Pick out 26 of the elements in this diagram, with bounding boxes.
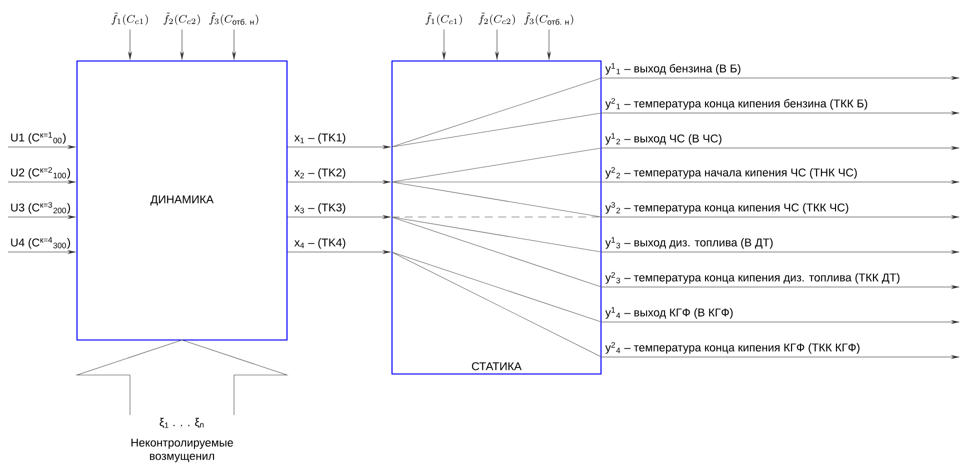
edge-label: y$^{1}$$_{2}$ – выход ЧС (В ЧС) [605,133,722,145]
edge-label: $\tilde{f}_3(C_{\text{отб. н}})$ [209,12,258,26]
edge-label: x$_{1}$ – (TK1) [294,133,346,144]
edge-label: y$^{1}$$_{3}$ – выход диз. топлива (В ДТ) [605,237,773,249]
edge-label: U1 (C$^{к=1}$$_{00}$) [11,132,66,144]
edge-label: y$^{2}$$_{1}$ – температура конца кипения бензина (ТКК Б) [605,98,868,110]
process-box: ДИНАМИКА [76,60,288,341]
edge-label: y$^{2}$$_{2}$ – температура начала кипения ЧС (ТНК ЧС) [605,167,857,179]
edge-label: U2 (C$^{к=2}$$_{100}$) [11,167,70,179]
edge-label: x$_{3}$ – (TK3) [294,203,346,214]
edge-label: U3 (C$^{к=3}$$_{200}$) [11,202,70,214]
edge-label: y$^{2}$$_{4}$ – температура конца кипения КГФ (ТКК КГФ) [605,342,860,354]
edge-label: x$_{2}$ – (TK2) [294,168,346,179]
process-box: СТАТИКА [391,60,602,375]
edge-label: $\tilde{f}_3(C_{\text{отб. н}})$ [524,12,574,26]
edge-label: y$^{1}$$_{4}$ – выход КГФ (В КГФ) [605,307,733,319]
edge-label: x$_{4}$ – (TK4) [294,238,346,249]
edge-label: $\tilde{f}_2(C_{c2})$ [164,12,200,26]
edge-label: $\tilde{f}_2(C_{c2})$ [478,12,515,26]
edge-label: y$^{2}$$_{3}$ – температура конца кипения диз. топлива (ТКК ДТ) [605,272,900,284]
edge-label: $\tilde{f}_1(C_{c1})$ [426,12,462,26]
edge-label: y$^{1}$$_{1}$ – выход бензина (В Б) [605,63,740,75]
node-label: Неконтролируемые возмущенил [131,438,233,462]
edge-label: U4 (C$^{к=4}$$_{300}$) [11,237,70,249]
edge-label: y$^{3}$$_{2}$ – температура конца кипения ЧС (ТКК ЧС) [605,202,848,214]
edge-label: $\tilde{f}_1(C_{c1})$ [112,12,148,26]
